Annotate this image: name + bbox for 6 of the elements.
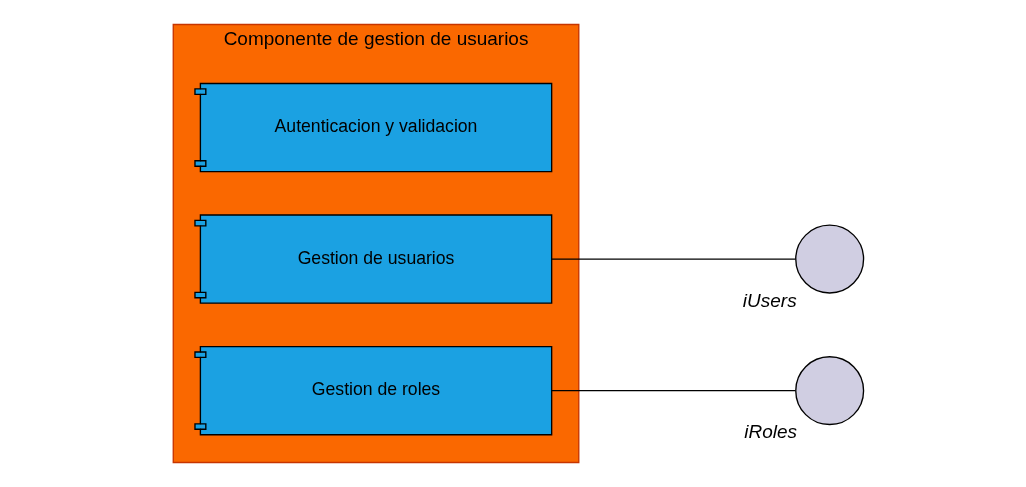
node-circle <box>795 356 865 426</box>
node-circle <box>795 224 865 294</box>
node-label: iUsers <box>742 289 797 311</box>
connector <box>551 389 797 392</box>
node-label: iRoles <box>744 421 797 443</box>
connector <box>551 258 797 260</box>
